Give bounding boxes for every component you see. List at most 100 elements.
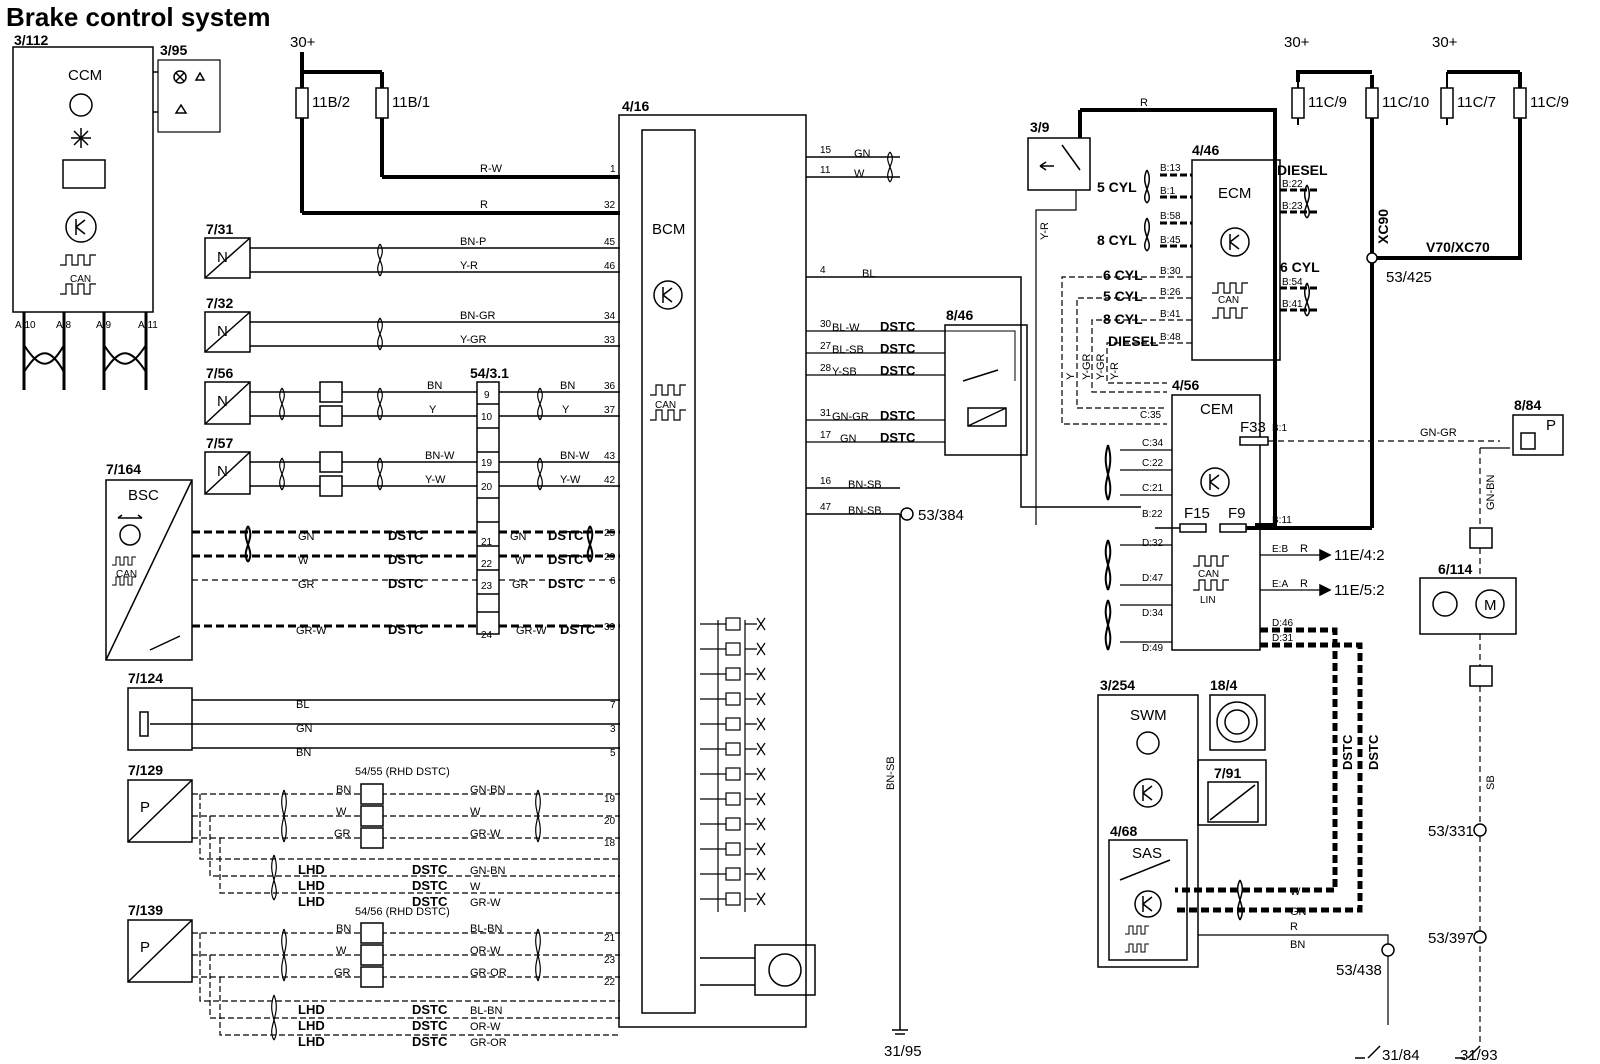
bcm-pin-29: 29 <box>604 552 616 563</box>
sas-box <box>1108 839 1188 961</box>
valve-coil <box>725 667 741 681</box>
valve-coil <box>725 617 741 631</box>
fuse-11c9b-label: 11C/9 <box>1530 94 1569 111</box>
cyl5-label: 5 CYL <box>1103 288 1143 304</box>
bsc-ref-label: 7/164 <box>106 461 141 477</box>
conn5431-pin-21: 21 <box>481 537 493 548</box>
v70-label: V70/XC70 <box>1426 239 1490 255</box>
sensor-7129-p: P <box>140 799 150 816</box>
bcm-pin-46: 46 <box>604 261 616 272</box>
lhd-label-3: LHD <box>298 894 325 909</box>
bcm-outer-box <box>618 114 807 1028</box>
wire-y-right: Y <box>562 404 570 416</box>
switch-39-label: 3/9 <box>1030 119 1050 135</box>
bcm-pin-17: 17 <box>820 430 832 441</box>
bcm-pin-11: 11 <box>820 165 831 176</box>
wire-gr-7139: GR <box>334 967 351 979</box>
cyl8-label: 8 CYL <box>1103 311 1143 327</box>
bcm-pin-7: 7 <box>610 700 616 711</box>
fuse-11c10-label: 11C/10 <box>1382 94 1429 111</box>
wire-bl: BL <box>296 699 309 711</box>
bcm-pin-15: 15 <box>820 145 832 156</box>
wire-bn-sas: BN <box>1290 939 1305 951</box>
valve-coil <box>725 817 741 831</box>
dstc-lhd-2: DSTC <box>412 878 448 893</box>
dstc-label-3: DSTC <box>388 576 424 591</box>
sensor-7124 <box>127 687 193 751</box>
valve-symbol <box>745 842 766 856</box>
sensor-731-label: 7/31 <box>206 221 233 237</box>
conn5431-pin-22: 22 <box>481 559 493 570</box>
ccm-label: CCM <box>68 67 102 84</box>
sensor-7124-label: 7/124 <box>128 670 163 686</box>
ground-3184-label: 31/84 <box>1382 1047 1420 1064</box>
wire-yr-ecm: Y-R <box>1109 362 1121 380</box>
wire-gngr: GN-GR <box>832 411 869 423</box>
conn-5431 <box>476 381 500 635</box>
wire-y: Y <box>429 404 437 416</box>
dstc-846-1: DSTC <box>880 319 916 334</box>
wire-bn-7139: BN <box>336 923 351 935</box>
bcm-pin-39: 39 <box>604 622 616 633</box>
bcm-pin-27: 27 <box>820 341 832 352</box>
wire-gn-15: GN <box>854 148 871 160</box>
battery-pos-label-2: 30+ <box>1284 34 1310 51</box>
dstc-vertical-1: DSTC <box>1340 734 1355 770</box>
conn5431-pin-20: 20 <box>481 482 493 493</box>
bcm-pin-30: 30 <box>820 319 832 330</box>
cyl6-label: 6 CYL <box>1103 267 1143 283</box>
ground-53397-label: 53/397 <box>1428 930 1474 947</box>
wire-sb: SB <box>1485 775 1497 790</box>
conn-184-label: 18/4 <box>1210 677 1237 693</box>
wire-y-ecm: Y <box>1065 372 1077 380</box>
ccm-box <box>12 46 154 313</box>
valve-coil <box>725 792 741 806</box>
valve-coil <box>725 692 741 706</box>
fuse-11b2-label: 11B/2 <box>312 94 350 111</box>
conn-846 <box>944 324 1028 456</box>
wire-bnw-right: BN-W <box>560 450 590 462</box>
valve-symbol <box>745 742 766 756</box>
wire-w-7129: W <box>336 806 347 818</box>
wire-yr: Y-R <box>460 260 478 272</box>
conn-791 <box>1207 781 1259 823</box>
cem-pin-d34: D:34 <box>1142 608 1164 619</box>
wire-gnw-lhd: W <box>470 881 481 893</box>
bcm-pin-1: 1 <box>610 164 616 175</box>
valve-coil <box>725 892 741 906</box>
c395-label: 3/95 <box>160 42 187 58</box>
wire-ysb: Y-SB <box>832 366 857 378</box>
lhd-label-4: LHD <box>298 1002 325 1017</box>
wire-gnbn-lhd: GN-BN <box>470 865 506 877</box>
wire-gnbn-884: GN-BN <box>1485 475 1497 511</box>
ecm-pin-b58: B:58 <box>1160 211 1181 222</box>
wire-grw-lhd: GR-W <box>470 897 501 909</box>
bcm-pin-37: 37 <box>604 405 616 416</box>
dstc-lhd-1: DSTC <box>412 862 448 877</box>
bcm-pin-36: 36 <box>604 381 616 392</box>
fuse-11b2 <box>295 87 309 119</box>
valve-coil <box>725 867 741 881</box>
wire-gn-sas: GN <box>1290 906 1307 918</box>
bcm-inner-box <box>641 129 696 1014</box>
bcm-pin-34: 34 <box>604 311 616 322</box>
valve-coil <box>725 742 741 756</box>
conn-5456-label: 54/56 (RHD DSTC) <box>355 906 450 918</box>
wire-grw: GR-W <box>296 625 327 637</box>
conn-846-label: 8/46 <box>946 307 973 323</box>
sensor-756 <box>204 381 251 425</box>
motor-6114-label: 6/114 <box>1438 561 1472 577</box>
sensor-732 <box>204 311 251 353</box>
wire-blw: BL-W <box>832 322 860 334</box>
ecm-pin-b1: B:1 <box>1160 186 1175 197</box>
wire-w-11: W <box>854 168 865 180</box>
wire-w-7139: W <box>336 945 347 957</box>
bcm-pin-23: 23 <box>604 955 616 966</box>
cem-pin-d32: D:32 <box>1142 538 1164 549</box>
dstc-lhd-4: DSTC <box>412 1002 448 1017</box>
lhd-label-5: LHD <box>298 1018 325 1033</box>
motor-m-label: M <box>1484 597 1497 614</box>
cem-pin-d49: D:49 <box>1142 643 1164 654</box>
ecm-pin-b26: B:26 <box>1160 287 1181 298</box>
dstc-846-2: DSTC <box>880 341 916 356</box>
